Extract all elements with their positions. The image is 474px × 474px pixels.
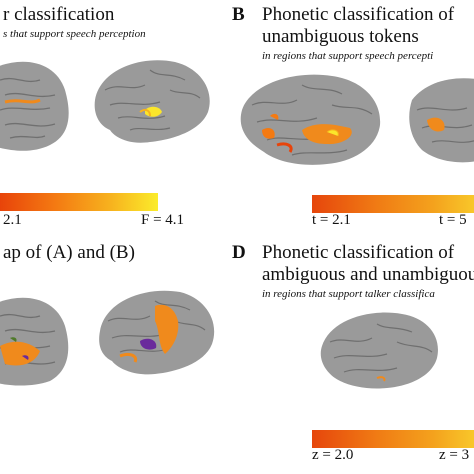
panel-d-brain-images: [320, 312, 438, 389]
panel-a: r classification s that support speech p…: [0, 0, 232, 230]
panel-d-colorbar: [312, 430, 474, 448]
activation-region: [0, 341, 40, 366]
brain-right-hemisphere: [94, 60, 210, 143]
panel-b-title-line1: Phonetic classification of: [262, 4, 455, 25]
panel-b-colorbar-max: t = 5: [439, 212, 467, 228]
activation-region: [302, 124, 352, 145]
overlap-region: [140, 338, 157, 350]
panel-d-letter: D: [232, 242, 246, 263]
panel-c: ap of (A) and (B): [0, 236, 232, 474]
brain-left-hemisphere: [320, 312, 438, 389]
panel-d-title-line1: Phonetic classification of: [262, 242, 455, 263]
brain-left-hemisphere: [0, 297, 69, 386]
activation-region: [4, 98, 41, 104]
activation-region: [376, 376, 386, 382]
panel-b-letter: B: [232, 4, 245, 25]
panel-b-colorbar-min: t = 2.1: [312, 212, 351, 228]
panel-d-subtitle: in regions that support talker classific…: [262, 288, 435, 300]
panel-a-colorbar-max: F = 4.1: [141, 212, 185, 228]
panel-b-subtitle: in regions that support speech percepti: [262, 50, 434, 62]
panel-d-colorbar-max: z = 3: [439, 447, 470, 463]
panel-c-brain-images: [0, 290, 215, 386]
panel-d-title-line2: ambiguous and unambiguou: [262, 264, 474, 285]
panel-a-brain-images: [0, 60, 210, 151]
panel-b: B Phonetic classification of unambiguous…: [232, 0, 474, 230]
panel-a-title: r classification: [3, 4, 115, 25]
panel-a-colorbar-min: 2.1: [3, 212, 22, 228]
panel-d: D Phonetic classification of ambiguous a…: [232, 236, 474, 474]
panel-b-brain-images: [240, 74, 474, 165]
panel-a-subtitle: s that support speech perception: [3, 28, 146, 40]
panel-b-colorbar: [312, 195, 474, 213]
panel-d-colorbar-min: z = 2.0: [312, 447, 354, 463]
activation-region: [155, 304, 179, 354]
panel-a-colorbar: [0, 193, 158, 211]
brain-left-hemisphere: [0, 61, 69, 151]
panel-c-title: ap of (A) and (B): [3, 242, 135, 263]
panel-b-title-line2: unambiguous tokens: [262, 26, 419, 47]
brain-right-hemisphere: [99, 290, 215, 375]
